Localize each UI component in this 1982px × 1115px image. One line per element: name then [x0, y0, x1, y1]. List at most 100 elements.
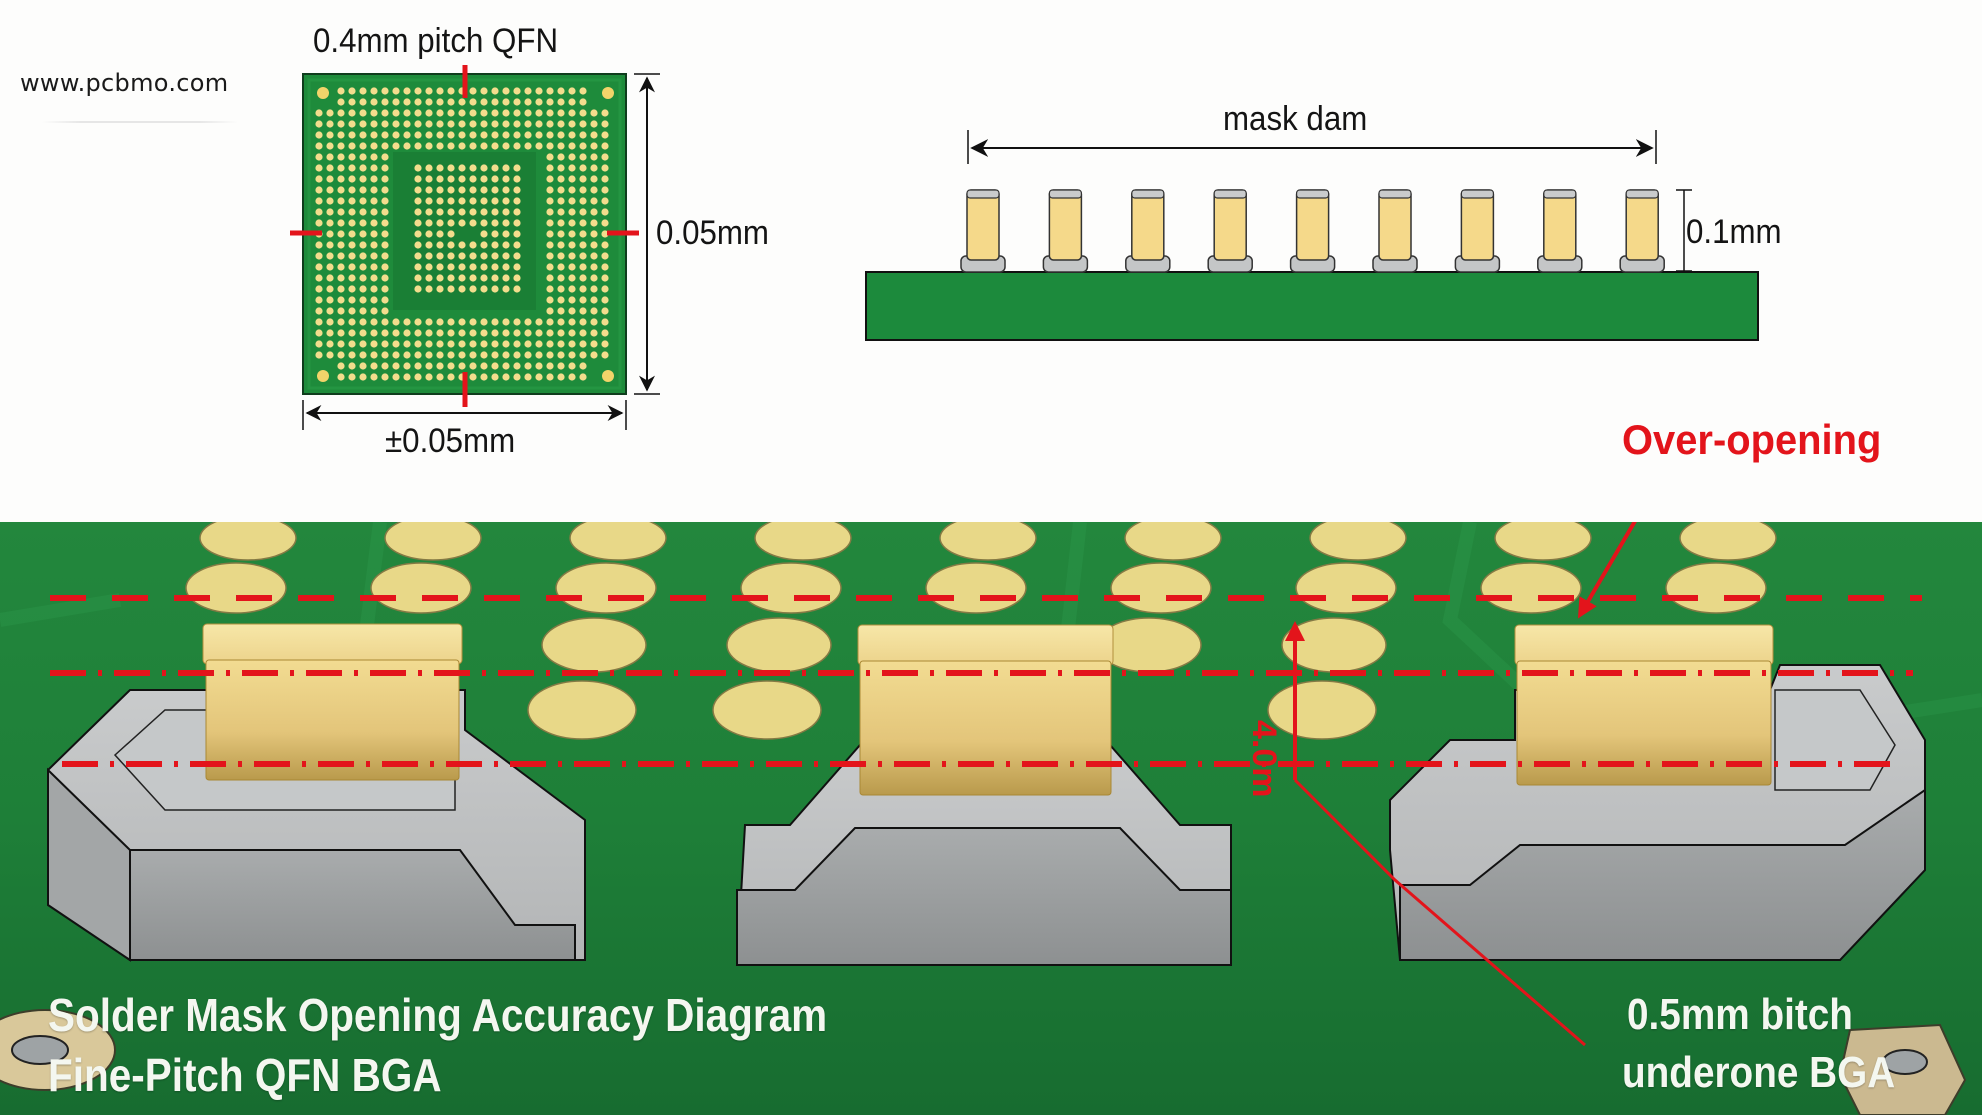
qfn-pad [513, 340, 521, 348]
qfn-pad [557, 241, 565, 249]
qfn-pad [436, 87, 444, 95]
qfn-pad [579, 351, 587, 359]
qfn-pad [315, 175, 323, 183]
qfn-pad [359, 362, 367, 370]
pin [1454, 189, 1501, 273]
qfn-pad [381, 186, 389, 194]
qfn-pad [513, 197, 521, 205]
qfn-pad [381, 98, 389, 106]
qfn-pad [348, 241, 356, 249]
qfn-pad [348, 252, 356, 260]
qfn-pad [546, 263, 554, 271]
qfn-pad [601, 186, 609, 194]
qfn-pad [414, 373, 422, 381]
qfn-pad [535, 340, 543, 348]
qfn-pad [502, 329, 510, 337]
qfn-pad [337, 263, 345, 271]
qfn-pad [370, 252, 378, 260]
qfn-pad [557, 98, 565, 106]
qfn-pad [491, 208, 499, 216]
qfn-pad [502, 230, 510, 238]
qfn-pad [502, 208, 510, 216]
qfn-pad [392, 318, 400, 326]
qfn-pad [436, 142, 444, 150]
qfn-pad [579, 318, 587, 326]
qfn-pad [381, 362, 389, 370]
pin-height-label: 0.1mm [1686, 213, 1782, 251]
qfn-pad [480, 197, 488, 205]
qfn-pad [381, 274, 389, 282]
bga-pad [569, 522, 667, 561]
qfn-pad [513, 241, 521, 249]
qfn-pad [370, 263, 378, 271]
qfn-pad [568, 373, 576, 381]
qfn-pad [480, 142, 488, 150]
qfn-pad [436, 208, 444, 216]
qfn-pad [326, 296, 334, 304]
qfn-pad [370, 98, 378, 106]
qfn-pad [557, 208, 565, 216]
qfn-pad [579, 219, 587, 227]
qfn-pad [403, 87, 411, 95]
qfn-pad [392, 351, 400, 359]
qfn-pad [469, 362, 477, 370]
qfn-pad [579, 197, 587, 205]
qfn-pad [447, 230, 455, 238]
qfn-pad [524, 351, 532, 359]
qfn-pad [491, 329, 499, 337]
qfn-pad [601, 164, 609, 172]
qfn-pad [568, 120, 576, 128]
qfn-pad [568, 87, 576, 95]
qfn-pad [359, 153, 367, 161]
qfn-pad [469, 109, 477, 117]
qfn-pad [590, 208, 598, 216]
qfn-pad [568, 175, 576, 183]
qfn-pad [337, 98, 345, 106]
qfn-pad [381, 252, 389, 260]
qfn-pad [579, 208, 587, 216]
qfn-pad [469, 186, 477, 194]
qfn-pad [359, 307, 367, 315]
qfn-pad [315, 186, 323, 194]
qfn-pad [447, 219, 455, 227]
qfn-pad [403, 109, 411, 117]
qfn-pad [348, 307, 356, 315]
qfn-pad [513, 120, 521, 128]
qfn-pad [579, 329, 587, 337]
qfn-pad [469, 263, 477, 271]
qfn-pad [469, 98, 477, 106]
qfn-pad [326, 219, 334, 227]
qfn-pad [337, 340, 345, 348]
qfn-pad [480, 329, 488, 337]
qfn-pad [359, 208, 367, 216]
pin [1289, 189, 1336, 273]
qfn-pad [546, 252, 554, 260]
over-opening-label: Over-opening [1622, 416, 1882, 463]
qfn-pad [513, 329, 521, 337]
qfn-pad [535, 142, 543, 150]
qfn-pad [315, 131, 323, 139]
qfn-pad [359, 131, 367, 139]
qfn-pad [480, 263, 488, 271]
qfn-pad [579, 175, 587, 183]
qfn-pad [546, 274, 554, 282]
qfn-pad [590, 296, 598, 304]
qfn-pad [315, 252, 323, 260]
qfn-pad [337, 296, 345, 304]
bga-pad [1480, 562, 1582, 614]
qfn-pad [425, 373, 433, 381]
qfn-pad [513, 186, 521, 194]
qfn-pad [535, 351, 543, 359]
qfn-pad [381, 131, 389, 139]
qfn-pad [359, 197, 367, 205]
qfn-pad [601, 318, 609, 326]
qfn-pad [315, 274, 323, 282]
qfn-pad [513, 252, 521, 260]
qfn-pad [436, 175, 444, 183]
qfn-pad [491, 87, 499, 95]
qfn-pad [568, 197, 576, 205]
qfn-pad [579, 296, 587, 304]
qfn-pad [546, 142, 554, 150]
qfn-pad [524, 87, 532, 95]
qfn-pad [337, 208, 345, 216]
